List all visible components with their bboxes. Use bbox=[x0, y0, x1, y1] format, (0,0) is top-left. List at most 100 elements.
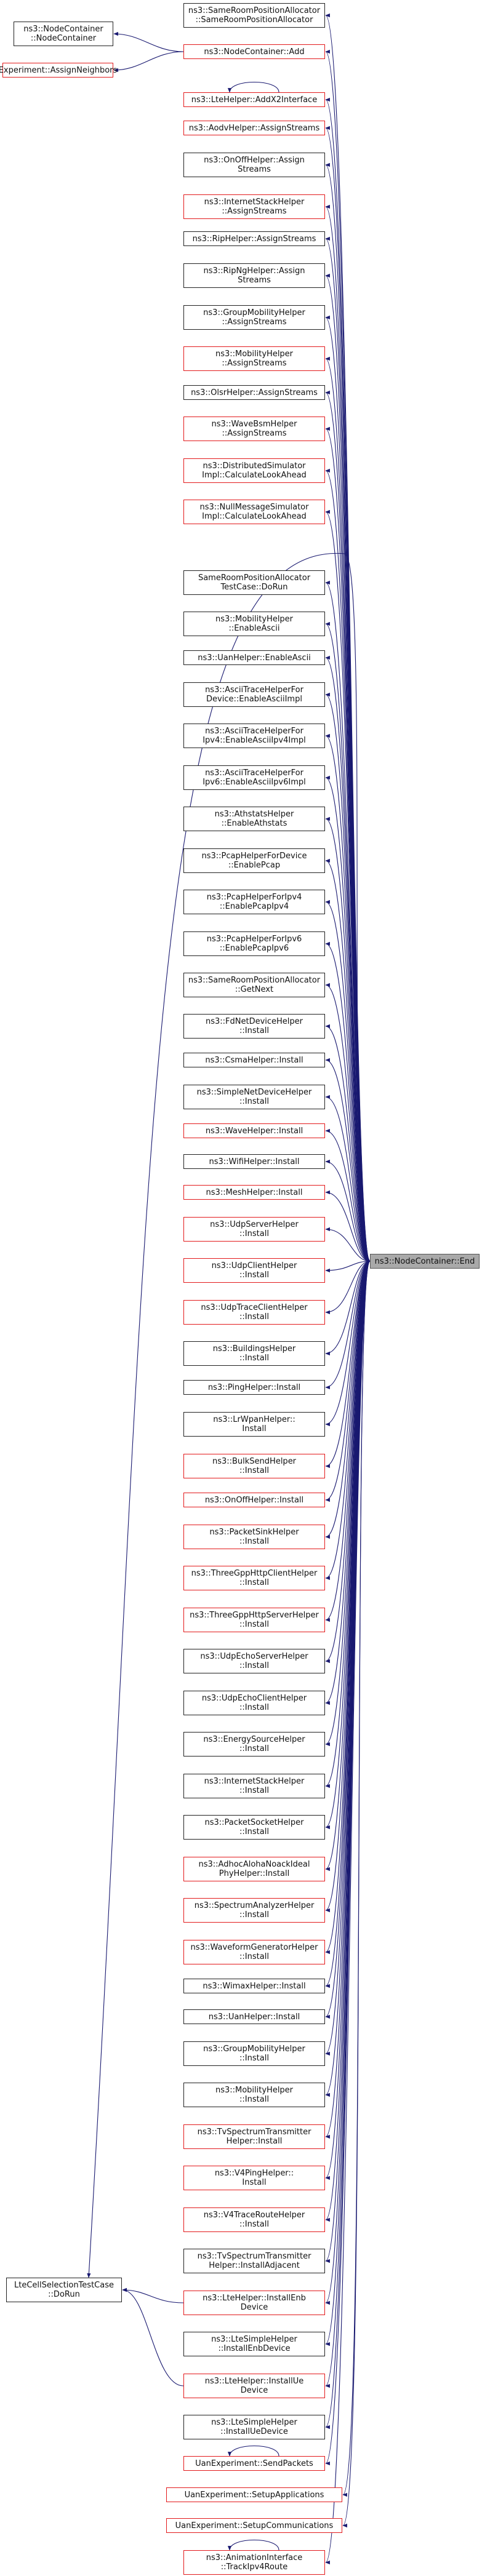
edge-ltecell-to-lteenb bbox=[122, 2287, 184, 2303]
edge-ltecell-to-lteue bbox=[122, 2287, 184, 2387]
edge-pcapdev-to-end bbox=[325, 859, 371, 1262]
graph-node-udptrace[interactable]: ns3::UdpTraceClientHelper ::Install bbox=[183, 1300, 325, 1325]
graph-node-mesh[interactable]: ns3::MeshHelper::Install bbox=[183, 1185, 325, 1200]
graph-node-samepos[interactable]: ns3::SameRoomPositionAllocator ::SameRoo… bbox=[183, 3, 325, 28]
graph-node-anim[interactable]: ns3::AnimationInterface ::TrackIpv4Route bbox=[183, 2550, 325, 2575]
graph-node-ltesimpleenb[interactable]: ns3::LteSimpleHelper ::InstallEnbDevice bbox=[183, 2332, 325, 2356]
graph-node-uaninst[interactable]: ns3::UanHelper::Install bbox=[183, 2009, 325, 2024]
graph-node-wave[interactable]: ns3::WaveHelper::Install bbox=[183, 1123, 325, 1138]
graph-node-wavegen[interactable]: ns3::WaveformGeneratorHelper ::Install bbox=[183, 1940, 325, 1964]
graph-node-ping[interactable]: ns3::PingHelper::Install bbox=[183, 1380, 325, 1395]
edge-tgpphttpc-to-end bbox=[325, 1261, 371, 1580]
edge-mesh-to-end bbox=[325, 1190, 371, 1262]
edge-udpechos-to-end bbox=[325, 1261, 371, 1663]
graph-node-tgpphttpc[interactable]: ns3::ThreeGppHttpClientHelper ::Install bbox=[183, 1566, 325, 1590]
graph-node-inetas[interactable]: ns3::InternetStackHelper ::AssignStreams bbox=[183, 194, 325, 219]
graph-node-csma[interactable]: ns3::CsmaHelper::Install bbox=[183, 1053, 325, 1067]
graph-node-samenext[interactable]: ns3::SameRoomPositionAllocator ::GetNext bbox=[183, 973, 325, 997]
edge-udptrace-to-end bbox=[325, 1261, 371, 1315]
edge-uansetupcomm-to-end bbox=[342, 1261, 371, 2527]
graph-node-lteue[interactable]: ns3::LteHelper::InstallUe Device bbox=[183, 2374, 325, 2398]
graph-node-mobas[interactable]: ns3::MobilityHelper ::AssignStreams bbox=[183, 346, 325, 371]
edge-anim-self bbox=[227, 2539, 279, 2551]
edge-buildings-to-end bbox=[325, 1261, 371, 1356]
edge-simplenet-to-end bbox=[325, 1095, 371, 1262]
graph-node-ncctor[interactable]: ns3::NodeContainer ::NodeContainer bbox=[14, 22, 113, 46]
edge-pcap4-to-end bbox=[325, 900, 371, 1262]
graph-node-sameroomtc[interactable]: SameRoomPositionAllocator TestCase::DoRu… bbox=[183, 570, 325, 595]
graph-node-udpclient[interactable]: ns3::UdpClientHelper ::Install bbox=[183, 1258, 325, 1283]
graph-node-ripas[interactable]: ns3::RipHelper::AssignStreams bbox=[183, 231, 325, 246]
edge-tgpphttps-to-end bbox=[325, 1261, 371, 1622]
edge-packetsink-to-end bbox=[325, 1261, 371, 1539]
graph-node-udpechos[interactable]: ns3::UdpEchoServerHelper ::Install bbox=[183, 1649, 325, 1673]
graph-node-tvspec[interactable]: ns3::TvSpectrumTransmitter Helper::Insta… bbox=[183, 2124, 325, 2149]
graph-node-simplenet[interactable]: ns3::SimpleNetDeviceHelper ::Install bbox=[183, 1085, 325, 1109]
graph-node-groupinst[interactable]: ns3::GroupMobilityHelper ::Install bbox=[183, 2041, 325, 2066]
edge-csma-to-end bbox=[325, 1058, 371, 1262]
graph-node-nullmsg[interactable]: ns3::NullMessageSimulator Impl::Calculat… bbox=[183, 500, 325, 524]
graph-node-end: ns3::NodeContainer::End bbox=[370, 1254, 480, 1269]
graph-node-uansetupcomm[interactable]: UanExperiment::SetupCommunications bbox=[166, 2518, 342, 2533]
graph-node-groupas[interactable]: ns3::GroupMobilityHelper ::AssignStreams bbox=[183, 305, 325, 330]
graph-node-pcapdev[interactable]: ns3::PcapHelperForDevice ::EnablePcap bbox=[183, 848, 325, 873]
graph-node-onoff[interactable]: ns3::OnOffHelper::Install bbox=[183, 1493, 325, 1507]
edge-lrwpan-to-end bbox=[325, 1261, 371, 1427]
graph-node-packetsink[interactable]: ns3::PacketSinkHelper ::Install bbox=[183, 1525, 325, 1549]
edge-onoff-to-end bbox=[325, 1261, 371, 1502]
graph-node-ripngas[interactable]: ns3::RipNgHelper::Assign Streams bbox=[183, 263, 325, 288]
edge-bulksend-to-end bbox=[325, 1261, 371, 1469]
graph-node-onoffas[interactable]: ns3::OnOffHelper::Assign Streams bbox=[183, 153, 325, 177]
graph-node-uanascii[interactable]: ns3::UanHelper::EnableAscii bbox=[183, 650, 325, 665]
graph-node-uansend[interactable]: UanExperiment::SendPackets bbox=[183, 2456, 325, 2471]
edge-ncctor-to-ncadd bbox=[113, 31, 184, 52]
graph-node-olsras[interactable]: ns3::OlsrHelper::AssignStreams bbox=[183, 385, 325, 400]
graph-node-v4ping[interactable]: ns3::V4PingHelper:: Install bbox=[183, 2166, 325, 2190]
graph-node-bulksend[interactable]: ns3::BulkSendHelper ::Install bbox=[183, 1454, 325, 1478]
graph-node-inetinst[interactable]: ns3::InternetStackHelper ::Install bbox=[183, 1774, 325, 1798]
graph-node-pcap4[interactable]: ns3::PcapHelperForIpv4 ::EnablePcapIpv4 bbox=[183, 890, 325, 914]
graph-node-tvspecadj[interactable]: ns3::TvSpectrumTransmitter Helper::Insta… bbox=[183, 2249, 325, 2273]
graph-node-aodv[interactable]: ns3::AodvHelper::AssignStreams bbox=[183, 121, 325, 135]
graph-node-ltecell[interactable]: LteCellSelectionTestCase ::DoRun bbox=[6, 2278, 122, 2302]
edge-wifi-to-end bbox=[325, 1159, 371, 1262]
graph-node-pktsock[interactable]: ns3::PacketSocketHelper ::Install bbox=[183, 1815, 325, 1840]
edge-uansend-self bbox=[227, 2445, 279, 2457]
edge-ltecell-to-end bbox=[87, 552, 371, 2278]
graph-node-athstats[interactable]: ns3::AthstatsHelper ::EnableAthstats bbox=[183, 807, 325, 831]
edge-anim-to-end bbox=[325, 1261, 371, 2564]
graph-node-ncadd[interactable]: ns3::NodeContainer::Add bbox=[183, 44, 325, 59]
graph-node-specanal[interactable]: ns3::SpectrumAnalyzerHelper ::Install bbox=[183, 1898, 325, 1923]
graph-node-udpechoc[interactable]: ns3::UdpEchoClientHelper ::Install bbox=[183, 1691, 325, 1715]
edge-wave-to-end bbox=[325, 1128, 371, 1262]
graph-node-wimax[interactable]: ns3::WimaxHelper::Install bbox=[183, 1979, 325, 1993]
edge-udpclient-to-end bbox=[325, 1261, 371, 1273]
graph-node-lrwpan[interactable]: ns3::LrWpanHelper:: Install bbox=[183, 1412, 325, 1437]
graph-node-lteenb[interactable]: ns3::LteHelper::InstallEnb Device bbox=[183, 2291, 325, 2315]
edge-udpserver-to-end bbox=[325, 1227, 371, 1262]
edge-pcap6-to-end bbox=[325, 942, 371, 1262]
graph-node-fdnet[interactable]: ns3::FdNetDeviceHelper ::Install bbox=[183, 1014, 325, 1039]
graph-node-ltesimpleue[interactable]: ns3::LteSimpleHelper ::InstallUeDevice bbox=[183, 2415, 325, 2439]
graph-node-pcap6[interactable]: ns3::PcapHelperForIpv6 ::EnablePcapIpv6 bbox=[183, 931, 325, 956]
graph-node-wifi[interactable]: ns3::WifiHelper::Install bbox=[183, 1154, 325, 1169]
graph-node-buildings[interactable]: ns3::BuildingsHelper ::Install bbox=[183, 1341, 325, 1366]
graph-node-udpserver[interactable]: ns3::UdpServerHelper ::Install bbox=[183, 1217, 325, 1242]
graph-node-mobascii[interactable]: ns3::MobilityHelper ::EnableAscii bbox=[183, 612, 325, 636]
graph-node-distsim[interactable]: ns3::DistributedSimulator Impl::Calculat… bbox=[183, 458, 325, 483]
graph-node-energy[interactable]: ns3::EnergySourceHelper ::Install bbox=[183, 1732, 325, 1757]
graph-node-uansetupapp[interactable]: UanExperiment::SetupApplications bbox=[166, 2487, 342, 2502]
graph-node-adhocaloha[interactable]: ns3::AdhocAlohaNoackIdeal PhyHelper::Ins… bbox=[183, 1857, 325, 1881]
graph-node-tgpphttps[interactable]: ns3::ThreeGppHttpServerHelper ::Install bbox=[183, 1608, 325, 1632]
graph-node-v4trace[interactable]: ns3::V4TraceRouteHelper ::Install bbox=[183, 2207, 325, 2232]
graph-node-assignneigh[interactable]: Experiment::AssignNeighbors bbox=[0, 63, 117, 78]
graph-node-mobinst[interactable]: ns3::MobilityHelper ::Install bbox=[183, 2083, 325, 2107]
graph-node-wavebsm[interactable]: ns3::WaveBsmHelper ::AssignStreams bbox=[183, 417, 325, 441]
graph-node-asciidev[interactable]: ns3::AsciiTraceHelperFor Device::EnableA… bbox=[183, 682, 325, 707]
graph-node-ascii4[interactable]: ns3::AsciiTraceHelperFor Ipv4::EnableAsc… bbox=[183, 724, 325, 748]
graph-node-ltex2[interactable]: ns3::LteHelper::AddX2Interface bbox=[183, 92, 325, 107]
graph-node-ascii6[interactable]: ns3::AsciiTraceHelperFor Ipv6::EnableAsc… bbox=[183, 765, 325, 790]
edge-assignneigh-to-ncadd bbox=[113, 51, 184, 73]
edge-fdnet-to-end bbox=[325, 1024, 371, 1262]
edge-nullmsg-to-end bbox=[325, 510, 371, 1262]
